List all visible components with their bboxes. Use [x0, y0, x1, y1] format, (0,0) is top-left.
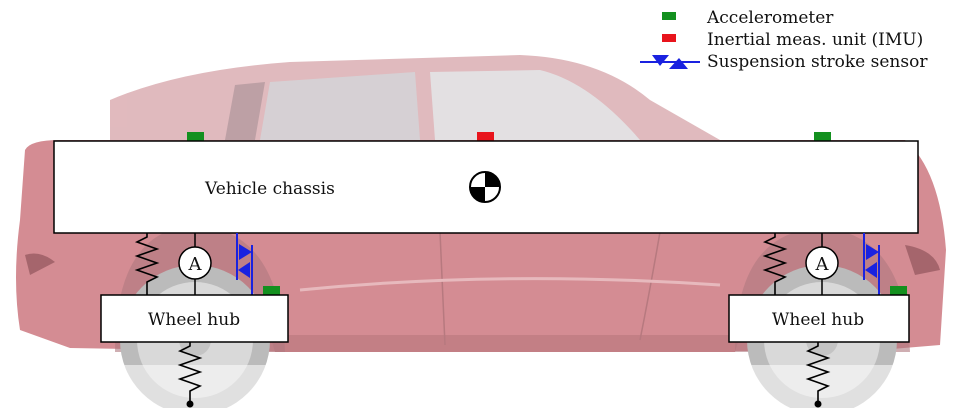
accelerometer-chassis-rear — [187, 132, 204, 141]
accelerometer-legend-swatch — [662, 12, 676, 20]
imu-chassis — [477, 132, 494, 141]
chassis-label: Vehicle chassis — [204, 179, 335, 199]
stroke-sensor-legend-icon — [640, 55, 700, 69]
accelerometer-chassis-front — [814, 132, 831, 141]
front-wheel-hub-label: Wheel hub — [772, 310, 864, 330]
rear-actuator-label: A — [188, 254, 203, 275]
rear-wheel-hub-label: Wheel hub — [148, 310, 240, 330]
accelerometer-rear-hub — [263, 286, 280, 295]
legend-accelerometer-label: Accelerometer — [706, 8, 834, 28]
legend-stroke-sensor-label: Suspension stroke sensor — [707, 52, 928, 72]
rear-ground-contact — [187, 401, 194, 408]
imu-legend-swatch — [662, 34, 676, 42]
legend-imu-label: Inertial meas. unit (IMU) — [707, 30, 923, 50]
accelerometer-front-hub — [890, 286, 907, 295]
front-ground-contact — [815, 401, 822, 408]
front-actuator-label: A — [815, 254, 830, 275]
center-of-gravity-icon — [470, 172, 500, 202]
legend: Accelerometer Inertial meas. unit (IMU) … — [640, 8, 928, 72]
